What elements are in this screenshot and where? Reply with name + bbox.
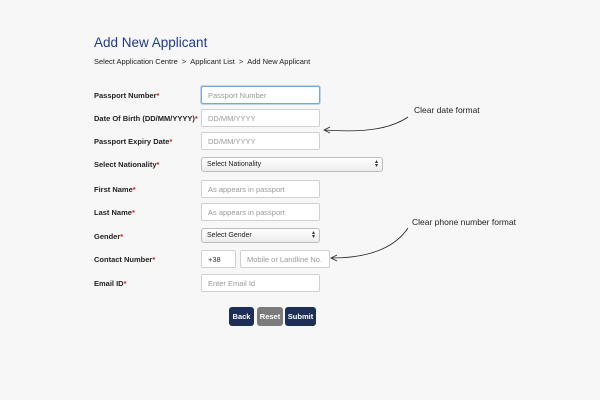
breadcrumb-item-applicant-list[interactable]: Applicant List: [190, 57, 235, 66]
phone-number-input[interactable]: [240, 250, 330, 268]
date-format-arrowhead: [323, 126, 331, 134]
back-button[interactable]: Back: [229, 307, 254, 326]
last-name-row: Last Name*: [94, 203, 394, 223]
nationality-select-value: Select Nationality: [207, 161, 262, 168]
up-down-chevron-icon: ▴▾: [311, 230, 315, 240]
passport-expiry-label: Passport Expiry Date*: [94, 137, 173, 146]
gender-select-value: Select Gender: [207, 232, 252, 239]
contact-number-label: Contact Number*: [94, 255, 156, 264]
contact-number-row: Contact Number* +38: [94, 250, 394, 270]
gender-label: Gender*: [94, 232, 124, 241]
first-name-input[interactable]: [201, 180, 320, 198]
phone-format-annotation: Clear phone number format: [412, 217, 516, 227]
breadcrumb-separator: >: [181, 57, 187, 66]
passport-expiry-row: Passport Expiry Date*: [94, 132, 394, 152]
nationality-label: Select Nationality*: [94, 160, 160, 169]
required-marker: *: [156, 91, 160, 100]
last-name-input[interactable]: [201, 203, 320, 221]
date-of-birth-row: Date Of Birth (DD/MM/YYYY)*: [94, 109, 394, 129]
breadcrumb-item-current: Add New Applicant: [247, 57, 311, 66]
breadcrumb: Select Application Centre>Applicant List…: [94, 57, 310, 66]
up-down-chevron-icon: ▴▾: [374, 159, 378, 169]
reset-button[interactable]: Reset: [257, 307, 283, 326]
date-format-arrow: [324, 116, 409, 132]
required-marker: *: [123, 279, 127, 288]
breadcrumb-separator: >: [238, 57, 244, 66]
page-title: Add New Applicant: [94, 35, 208, 50]
required-marker: *: [131, 208, 135, 217]
first-name-label: First Name*: [94, 185, 136, 194]
email-input[interactable]: [201, 274, 320, 292]
required-marker: *: [194, 114, 198, 123]
last-name-label: Last Name*: [94, 208, 135, 217]
passport-number-label: Passport Number*: [94, 91, 160, 100]
required-marker: *: [132, 185, 136, 194]
email-row: Email ID*: [94, 274, 394, 294]
required-marker: *: [169, 137, 173, 146]
required-marker: *: [120, 232, 124, 241]
required-marker: *: [156, 160, 160, 169]
phone-format-arrow: [331, 227, 409, 259]
submit-button[interactable]: Submit: [285, 307, 316, 326]
nationality-row: Select Nationality* Select Nationality ▴…: [94, 157, 394, 177]
date-of-birth-label: Date Of Birth (DD/MM/YYYY)*: [94, 114, 198, 123]
required-marker: *: [152, 255, 156, 264]
breadcrumb-item-application-centre[interactable]: Select Application Centre: [94, 57, 178, 66]
date-of-birth-input[interactable]: [201, 109, 320, 127]
passport-expiry-input[interactable]: [201, 132, 320, 150]
passport-number-row: Passport Number*: [94, 86, 394, 106]
date-format-annotation: Clear date format: [414, 105, 480, 115]
phone-format-arrowhead: [330, 254, 338, 262]
gender-row: Gender* Select Gender ▴▾: [94, 228, 394, 248]
gender-select[interactable]: Select Gender ▴▾: [201, 228, 320, 243]
passport-number-input[interactable]: [201, 86, 320, 104]
first-name-row: First Name*: [94, 180, 394, 200]
email-label: Email ID*: [94, 279, 127, 288]
nationality-select[interactable]: Select Nationality ▴▾: [201, 157, 383, 172]
country-code-field[interactable]: +38: [201, 250, 236, 268]
